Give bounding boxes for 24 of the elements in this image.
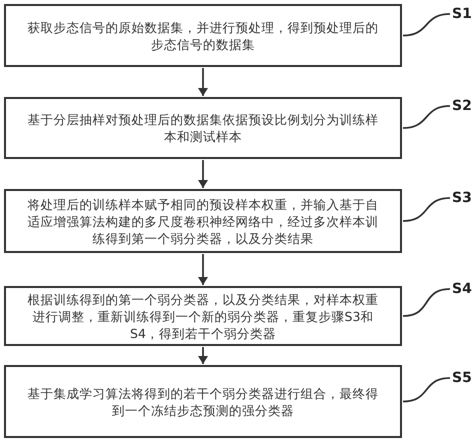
process-box [4, 286, 402, 346]
arrow [198, 254, 208, 285]
step-text: 获取步态信号的原始数据集，并进行预处理，得到预处理后的步态信号的数据集 [26, 18, 380, 52]
step-label: S1 [452, 6, 472, 22]
process-box [4, 97, 402, 159]
leader-line [402, 13, 450, 36]
step-text: 将处理后的训练样本赋予相同的预设样本权重，并输入基于自适应增强算法构建的多尺度卷积神经网络中，经过多次样本训练得到第一个弱分类器，以及分类结果 [26, 196, 380, 246]
arrow [198, 160, 208, 188]
arrow [198, 68, 208, 96]
step-text: 基于分层抽样对预处理后的数据集依据预设比例划分为训练样本和测试样本 [26, 111, 380, 145]
step-label: S5 [452, 370, 472, 386]
step-label: S3 [452, 190, 472, 206]
leader-line [402, 197, 450, 222]
step-text: 基于集成学习算法将得到的若干个弱分类器进行组合，最终得到一个冻结步态预测的强分类器 [26, 384, 380, 418]
leader-line [402, 377, 450, 402]
process-box [4, 365, 402, 438]
leader-line [402, 105, 450, 129]
arrow [198, 347, 208, 364]
process-box [4, 4, 402, 67]
leader-line [402, 288, 450, 317]
step-label: S2 [452, 98, 472, 114]
step-label: S4 [452, 281, 472, 297]
step-text: 根据训练得到的第一个弱分类器，以及分类结果，对样本权重进行调整，重新训练得到一个新的弱分类器，重复步骤S3和S4，得到若干个弱分类器 [26, 290, 380, 342]
process-box [4, 189, 402, 253]
